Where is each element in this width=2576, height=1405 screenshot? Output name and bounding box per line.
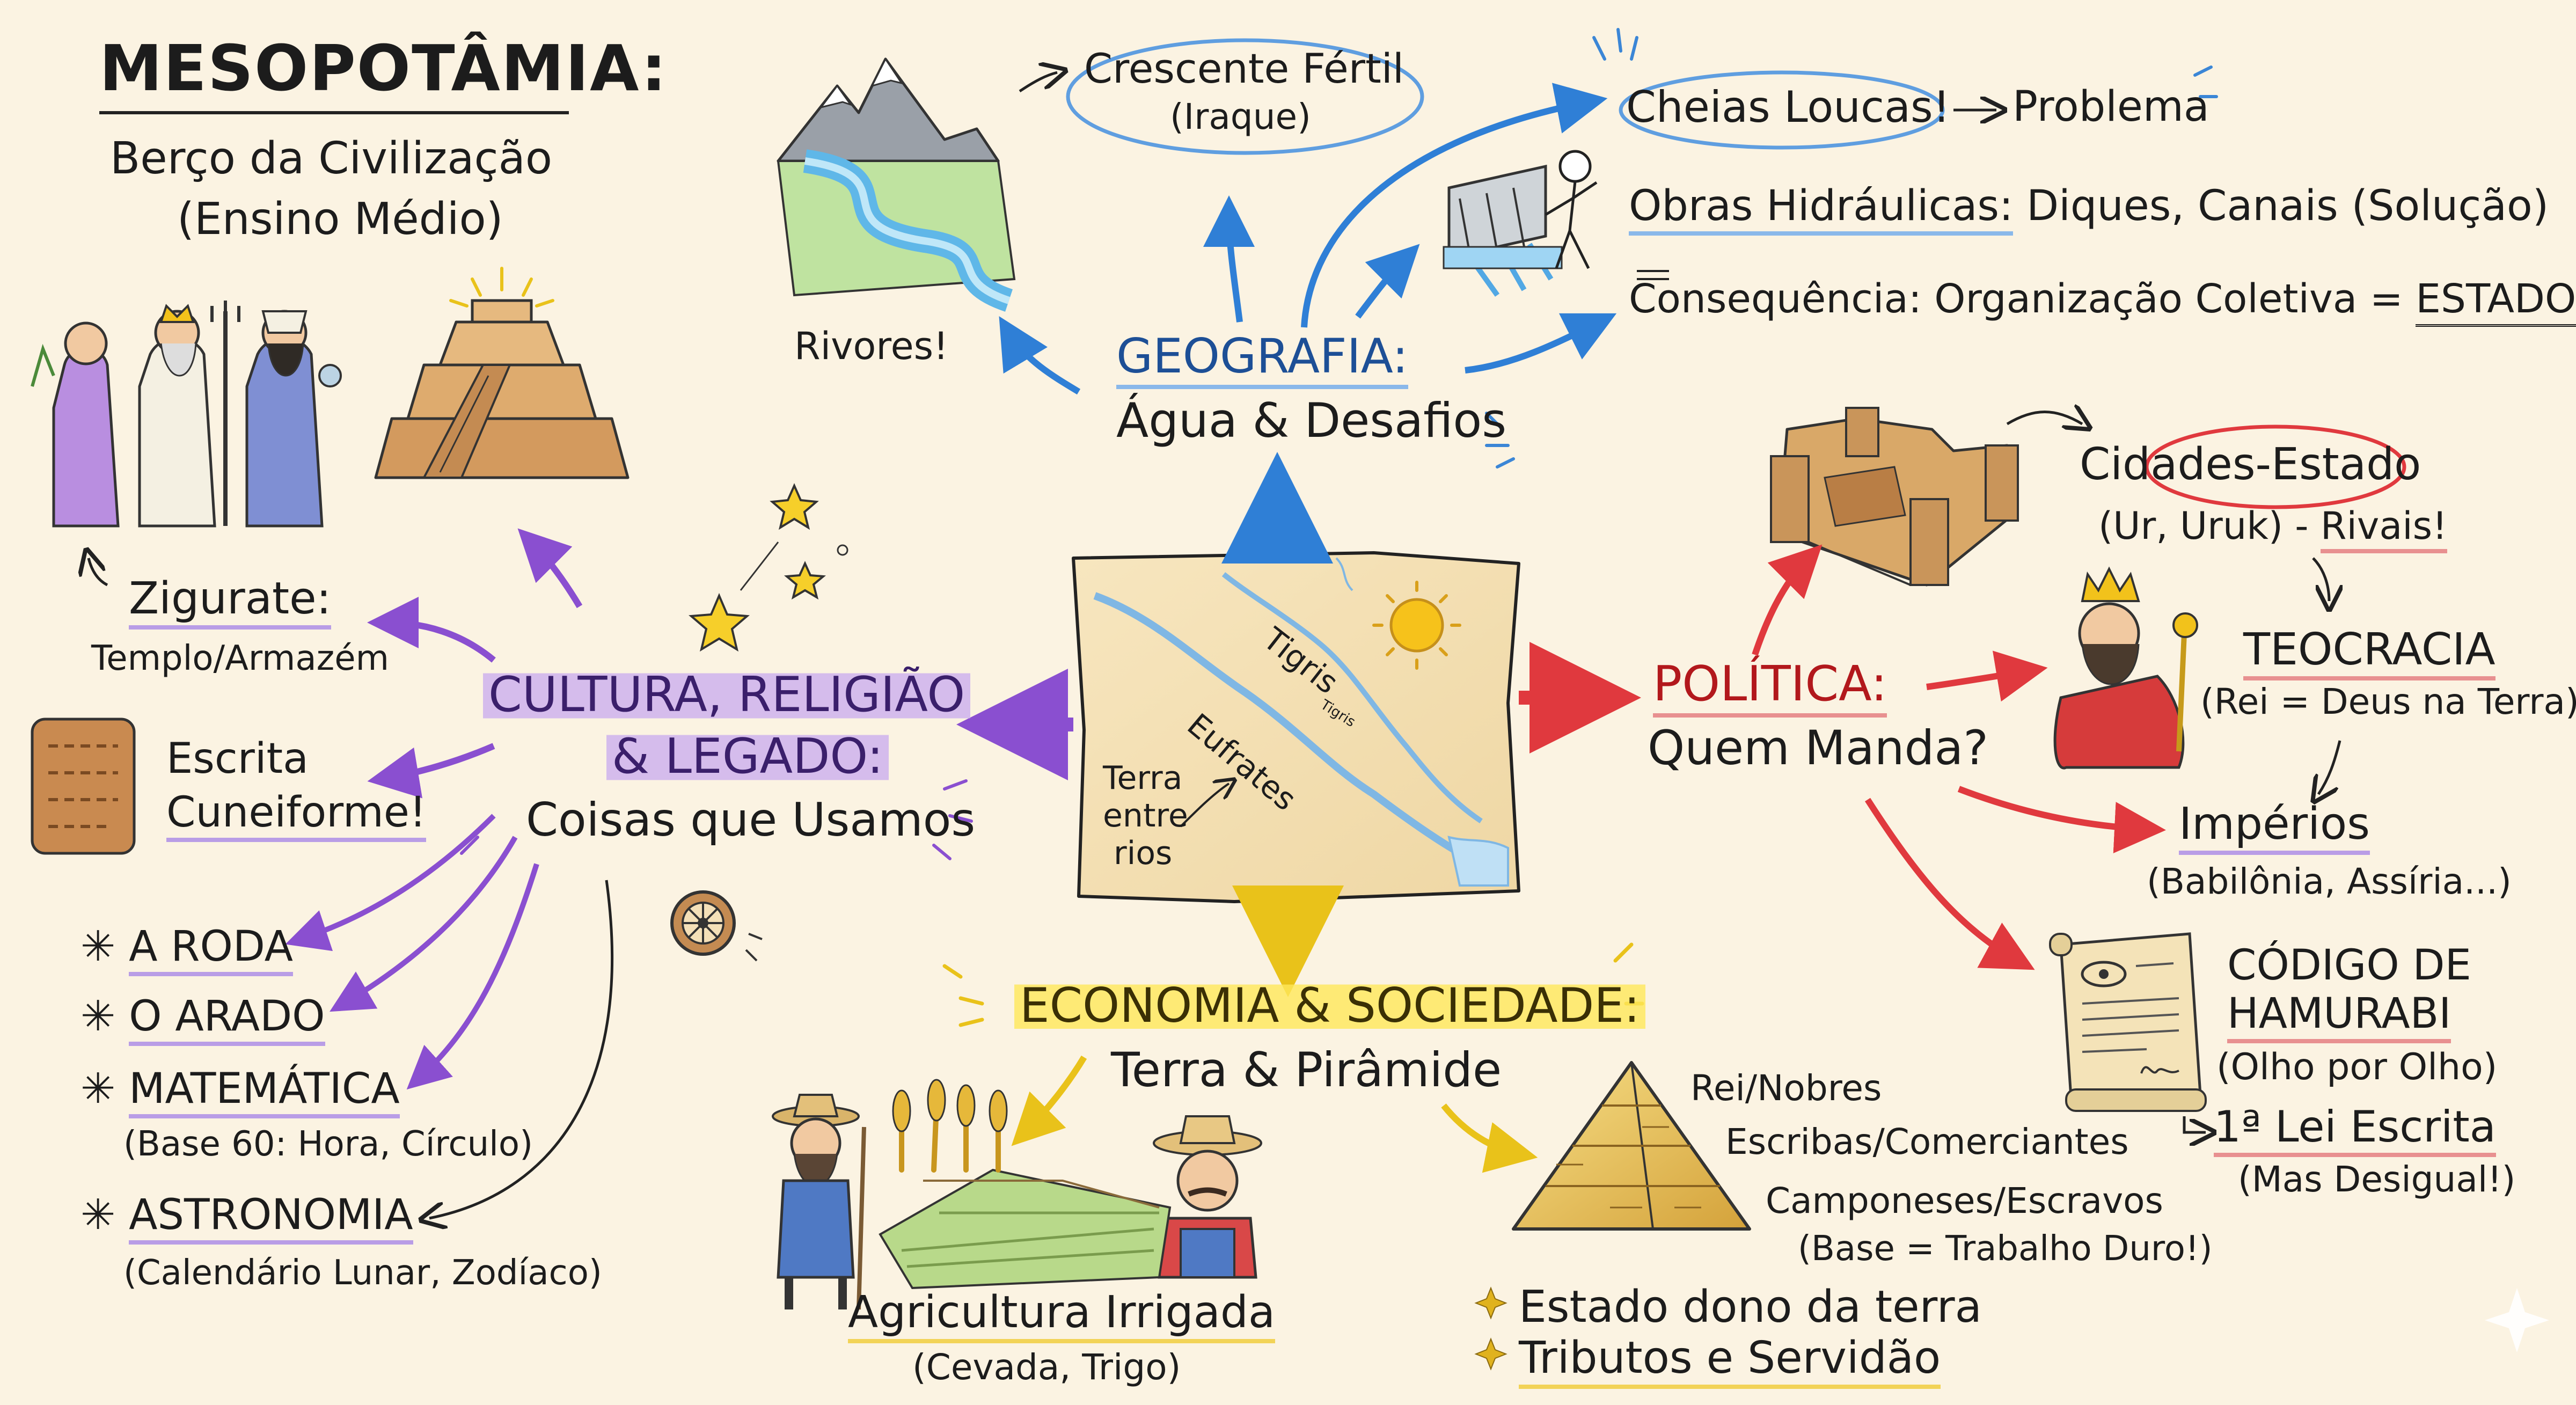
pyramid-label-base: Camponeses/Escravos (1766, 1180, 2163, 1221)
teocracia-sublabel: (Rei = Deus na Terra) (2200, 681, 2576, 722)
zigurate-sublabel: Templo/Armazém (91, 639, 389, 678)
agricultura-sublabel: (Cevada, Trigo) (912, 1347, 1181, 1388)
cheias-ellipse (1619, 70, 1945, 150)
city-walls-icon (1770, 407, 2019, 587)
geografia-heading: GEOGRAFIA: (1116, 328, 1408, 389)
rivers-label: Rivores! (794, 324, 949, 368)
cidades-ellipse (2145, 425, 2406, 509)
pyramid-icon (1512, 1061, 1751, 1231)
bullet-star-icon: ✳ (80, 992, 116, 1041)
tigris-river (1221, 572, 1483, 824)
cidades-label: Cidades-Estado (2080, 439, 2421, 490)
sparkle-icon (460, 779, 973, 860)
main-arrows (956, 452, 1641, 997)
crescente-sublabel: (Iraque) (1170, 96, 1311, 137)
cultura-heading-line2: & LEGADO: (606, 728, 889, 785)
imperios-sublabel: (Babilônia, Assíria...) (2147, 861, 2512, 902)
king-icon (2053, 566, 2198, 770)
sparkle-icon (2485, 1288, 2549, 1352)
economia-drawings (772, 942, 1751, 1371)
bullet-star-icon: ✳ (80, 1191, 116, 1239)
roda-label: A RODA (129, 923, 293, 976)
page-subtitle: Berço da Civilização (110, 133, 553, 184)
bullet-star-icon: ✳ (80, 1065, 116, 1113)
pyramid-label-middle: Escribas/Comerciantes (1725, 1121, 2129, 1162)
economia-subheading: Terra & Pirâmide (1111, 1042, 1502, 1097)
matematica-label: MATEMÁTICA (129, 1065, 400, 1118)
matematica-sublabel: (Base 60: Hora, Círculo) (123, 1124, 533, 1164)
teocracia-label: TEOCRACIA (2243, 624, 2496, 680)
economia-heading: ECONOMIA & SOCIEDADE: (1014, 978, 1645, 1033)
arado-label: O ARADO (129, 992, 325, 1046)
estado-dono-label: Estado dono da terra (1519, 1282, 1982, 1333)
codigo-label-line1: CÓDIGO DE (2227, 941, 2471, 990)
politica-drawings (1752, 407, 2406, 1132)
cultura-subheading: Coisas que Usamos (526, 793, 976, 847)
cultura-heading-line1: CULTURA, RELIGIÃO (483, 667, 971, 723)
lei-label: 1ª Lei Escrita (2214, 1102, 2496, 1157)
codigo-label-line2: HAMURABI (2227, 990, 2451, 1043)
page-title: MESOPOTÂMIA: (99, 31, 668, 105)
ziggurat-icon (374, 267, 630, 479)
wheel-icon (670, 890, 763, 962)
astronomia-sublabel: (Calendário Lunar, Zodíaco) (123, 1253, 602, 1293)
star-icon (689, 483, 848, 652)
codigo-sublabel: (Olho por Olho) (2216, 1046, 2498, 1088)
agricultura-label: Agricultura Irrigada (848, 1287, 1276, 1343)
cidades-sublabel: (Ur, Uruk) - (2098, 504, 2309, 548)
dam-icon (1443, 164, 1563, 297)
geografia-subheading: Água & Desafios (1116, 393, 1507, 448)
obras-text: Diques, Canais (Solução) (2026, 182, 2549, 230)
sun-icon (1372, 581, 1461, 670)
scroll-icon (2049, 932, 2207, 1112)
politica-subheading: Quem Manda? (1648, 720, 1988, 775)
map-caption-line1: Terra (1103, 759, 1183, 797)
politica-heading: POLÍTICA: (1653, 656, 1887, 718)
escrita-label-line1: Escrita (166, 735, 309, 783)
astronomia-label: ASTRONOMIA (129, 1191, 413, 1245)
escrita-label-line2: Cuneiforme! (166, 788, 427, 842)
estado-label: ESTADO (2416, 276, 2576, 327)
map-caption-line3: rios (1114, 835, 1173, 872)
geografia-drawings (777, 28, 2218, 469)
cultura-drawings (31, 267, 973, 1218)
mountains-river-icon (777, 57, 1016, 312)
cuneiform-tablet-icon (31, 718, 136, 855)
tributos-label: Tributos e Servidão (1519, 1333, 1941, 1389)
lei-sublabel: (Mas Desigual!) (2238, 1159, 2516, 1200)
page-subtitle-level: (Ensino Médio) (177, 194, 503, 245)
crescente-ellipse (1066, 38, 1424, 155)
zigurate-label: Zigurate: (129, 573, 332, 630)
sparkle-icon (1474, 1286, 1507, 1371)
problema-label: Problema (2012, 83, 2209, 131)
stick-figure-icon (1545, 150, 1598, 269)
sparkle-icon (1485, 28, 2218, 469)
imperios-label: Impérios (2179, 799, 2370, 855)
consequencia-text: Consequência: Organização Coletiva = (1629, 276, 2403, 322)
crescente-label: Crescente Fértil (1084, 45, 1404, 92)
wheat-icon (879, 1079, 1172, 1290)
central-map (1072, 551, 1520, 903)
obras-label: Obras Hidráulicas: (1629, 182, 2014, 236)
pyramid-label-base-note: (Base = Trabalho Duro!) (1798, 1229, 2213, 1269)
cheias-label: Cheias Loucas! (1626, 82, 1950, 132)
bullet-star-icon: ✳ (80, 923, 116, 971)
euphrates-river (1093, 592, 1473, 862)
gods-icon (31, 301, 342, 528)
rivais-label: Rivais! (2320, 504, 2448, 553)
farmer-icon (772, 1094, 1262, 1310)
pyramid-label-top: Rei/Nobres (1690, 1067, 1882, 1109)
map-caption-line2: entre (1103, 797, 1188, 835)
